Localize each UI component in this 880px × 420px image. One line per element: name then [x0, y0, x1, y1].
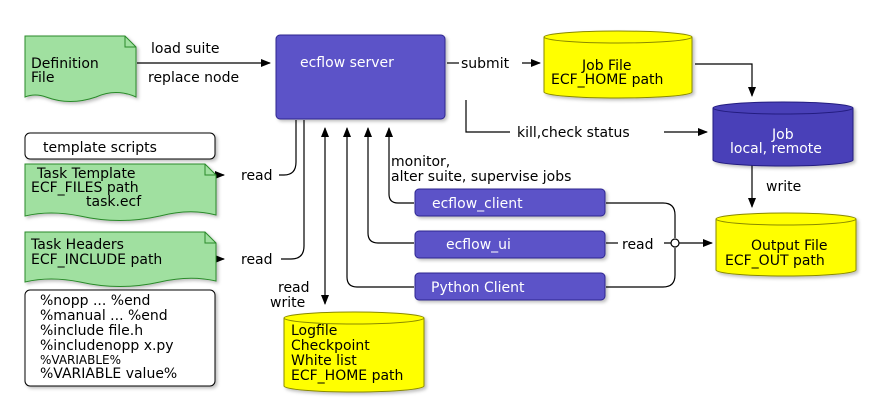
definition-file-label-2: File — [31, 70, 54, 86]
edge-python-client — [343, 127, 414, 288]
edge-label-read: read — [278, 280, 310, 296]
edge-read-output-client — [606, 202, 676, 238]
directive-variable: %VARIABLE% — [40, 353, 121, 367]
task-headers-label: Task Headers — [30, 237, 124, 253]
job-label: Job — [771, 127, 794, 143]
white-list-label: White list — [291, 353, 357, 369]
edge-job-file-to-job — [695, 63, 756, 97]
template-scripts-node[interactable] — [24, 132, 216, 160]
task-template-label: Task Template — [36, 166, 136, 182]
ecflow-ui-label: ecflow_ui — [446, 237, 511, 253]
edge-label-replace-node: replace node — [148, 70, 239, 86]
directive-includenopp: %includenopp x.py — [40, 338, 174, 354]
directive-manual: %manual ... %end — [40, 308, 168, 324]
python-client-label: Python Client — [431, 280, 525, 296]
output-file-node[interactable] — [715, 212, 857, 277]
template-scripts-label: template scripts — [43, 140, 157, 156]
job-file-label-2: ECF_HOME path — [551, 72, 663, 88]
job-file-node[interactable] — [543, 30, 693, 99]
checkpoint-label: Checkpoint — [291, 338, 370, 354]
logfile-store-node[interactable] — [283, 311, 425, 393]
ecflow-server-label: ecflow server — [300, 55, 394, 71]
ecflow-client-label: ecflow_client — [432, 196, 523, 212]
task-headers-node[interactable] — [24, 231, 217, 287]
task-headers-label-2: ECF_INCLUDE path — [31, 252, 162, 268]
edge-kill-check-status — [465, 100, 707, 132]
edge-label-alter-suite: alter suite, supervise jobs — [391, 169, 571, 185]
edge-read-headers — [218, 120, 305, 259]
task-template-label-2: ECF_FILES path — [31, 180, 139, 196]
job-file-label: Job File — [581, 58, 631, 74]
definition-file-label: Definition — [31, 56, 99, 72]
edge-label-read-template: read — [241, 168, 273, 184]
python-client-node[interactable] — [414, 272, 606, 301]
edge-read-template — [218, 120, 297, 175]
definition-file-node[interactable] — [24, 35, 137, 102]
edge-label-read-headers: read — [241, 252, 273, 268]
ecf-home-path-label: ECF_HOME path — [291, 368, 403, 384]
edge-label-monitor: monitor, — [391, 154, 450, 170]
edge-label-load-suite: load suite — [151, 41, 220, 57]
directive-nopp: %nopp ... %end — [40, 293, 150, 309]
directive-variable-value: %VARIABLE value% — [40, 366, 177, 382]
task-template-label-3: task.ecf — [86, 194, 142, 210]
directives-node[interactable] — [24, 289, 216, 387]
ecflow-client-node[interactable] — [414, 188, 606, 217]
edge-label-submit: submit — [461, 56, 510, 72]
edge-ecflow-client — [385, 127, 414, 204]
edge-read-output-python — [606, 248, 676, 288]
output-file-label-2: ECF_OUT path — [725, 253, 825, 269]
logfile-label: Logfile — [291, 323, 337, 339]
task-template-node[interactable] — [24, 163, 217, 221]
ecflow-server-node[interactable] — [275, 34, 446, 120]
edge-label-write: write — [766, 179, 801, 195]
edge-label-read-output: read — [622, 237, 654, 253]
ecflow-ui-node[interactable] — [414, 230, 606, 259]
directive-include: %include file.h — [40, 323, 143, 339]
edge-ecflow-ui — [364, 127, 414, 244]
output-file-label: Output File — [751, 238, 828, 254]
junction-dot — [670, 238, 680, 248]
job-node[interactable] — [712, 101, 854, 167]
edge-label-write-store: write — [270, 295, 305, 311]
job-label-2: local, remote — [730, 141, 822, 157]
edge-label-kill-check-status: kill,check status — [517, 125, 630, 141]
